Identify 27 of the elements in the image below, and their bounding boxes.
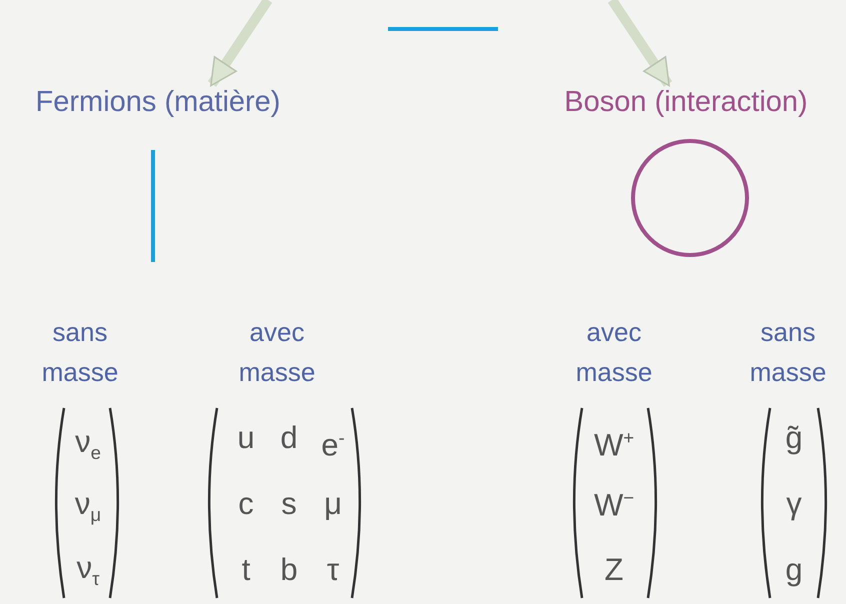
particle-symbol: ν$_{e}$	[75, 424, 101, 466]
particle-symbol: ν$_{τ}$	[76, 550, 100, 592]
particle-symbol: e$^{-}$	[321, 426, 345, 464]
category-heading: Boson (interaction)	[564, 84, 808, 120]
particle-symbol: W$^{+}$	[594, 426, 634, 464]
particle-symbol: u	[237, 420, 255, 456]
particle-symbol: Z	[604, 552, 624, 588]
column-heading: avec masse	[238, 316, 316, 389]
column-heading: sans masse	[748, 316, 828, 389]
particle-symbol: g	[785, 552, 803, 588]
particle-symbol: t	[242, 552, 250, 588]
arrow	[208, 0, 272, 87]
circle-symbol	[631, 139, 749, 257]
column-heading: sans masse	[40, 316, 120, 389]
category-heading: Fermions (matière)	[36, 84, 280, 120]
arrow	[608, 0, 672, 87]
particle-symbol: s	[281, 486, 297, 522]
particle-symbol: ν$_{μ}$	[74, 486, 102, 528]
particle-symbol: g̃	[785, 420, 803, 456]
particle-symbol: μ	[324, 486, 342, 522]
particle-symbol: γ	[786, 486, 802, 522]
particle-symbol: d	[280, 420, 298, 456]
particle-symbol: τ	[326, 552, 340, 588]
particle-symbol: c	[238, 486, 254, 522]
particle-symbol: W$^{−}$	[594, 486, 634, 524]
particle-symbol: b	[280, 552, 298, 588]
column-heading: avec masse	[574, 316, 654, 389]
